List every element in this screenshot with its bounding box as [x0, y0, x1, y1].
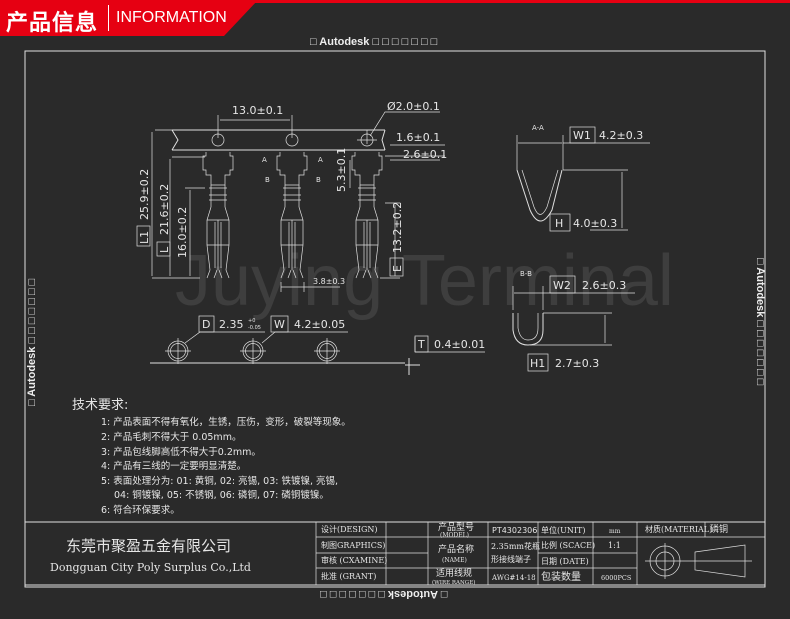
dim-1-6: 1.6±0.1 — [396, 131, 440, 144]
company-name-en: Dongguan City Poly Surplus Co.,Ltd — [50, 561, 251, 574]
header-subtitle: INFORMATION — [116, 9, 227, 26]
requirement-item: 04: 铜镀镍, 05: 不锈钢, 06: 磷铜, 07: 磷铜镀镍。 — [114, 489, 329, 501]
dim-D-tol-minus: -0.05 — [248, 325, 261, 331]
requirement-item: 2: 产品毛刺不得大于 0.05mm。 — [101, 431, 241, 443]
header-divider — [108, 5, 109, 31]
projection-symbol-icon — [645, 543, 752, 579]
scale-value: 1:1 — [608, 541, 621, 550]
carrier-strip — [171, 129, 386, 151]
label-L1-box — [136, 225, 151, 247]
dim-pitch: 13.0±0.1 — [232, 104, 283, 117]
material-value: 磷铜 — [710, 523, 728, 535]
label-E: E — [391, 265, 404, 272]
company-name-cn: 东莞市聚盈五金有限公司 — [66, 537, 231, 555]
dim-D-tol-plus: +0 — [248, 318, 255, 324]
drawing-frame — [24, 50, 766, 588]
title-block: 东莞市聚盈五金有限公司 Dongguan City Poly Surplus C… — [25, 521, 766, 586]
model-value: PT4302306 — [492, 526, 537, 535]
requirement-item: 3: 产品包线脚高低不得大于0.2mm。 — [101, 446, 261, 458]
wire-value: AWG#14-18 — [491, 574, 536, 582]
header-banner: 产品信息 INFORMATION — [0, 0, 790, 36]
design-label: 设计(DESIGN) — [321, 524, 378, 534]
requirement-item: 1: 产品表面不得有氧化，生锈，压伤，变形，破裂等现象。 — [101, 416, 351, 428]
watermark: Juying Terminal — [175, 241, 674, 321]
dim-L1: 25.9±0.2 — [138, 169, 151, 220]
name-label: 产品名称 — [438, 543, 474, 555]
section-a-left: A — [262, 156, 267, 164]
dim-3-8: 3.8±0.3 — [313, 277, 345, 286]
label-H: H — [555, 217, 563, 230]
section-a-right: A — [318, 156, 323, 164]
ring-2 — [239, 337, 267, 365]
label-L: L — [158, 246, 171, 253]
dim-16: 16.0±0.2 — [176, 207, 189, 258]
section-bb-label: B-B — [520, 270, 532, 278]
dim-W2: 2.6±0.3 — [582, 279, 626, 292]
examine-label: 审核 (CXAMINE) — [321, 555, 387, 565]
unit-label: 单位(UNIT) — [541, 525, 585, 535]
label-W2: W2 — [553, 279, 571, 292]
name-value-1: 2.35mm花瓶 — [491, 541, 540, 551]
pack-label: 包装数量 — [541, 570, 581, 583]
wire-label: 适用线规 — [436, 567, 472, 579]
dim-H1: 2.7±0.3 — [555, 357, 599, 370]
scale-label: 比例 (SCACE) — [541, 540, 595, 550]
label-T: T — [417, 338, 425, 351]
requirement-item: 6: 符合环保要求。 — [101, 504, 180, 516]
grant-label: 批准 (GRANT) — [321, 571, 376, 581]
wire-label-en: (WIRE RANGE) — [432, 579, 475, 586]
header-title: 产品信息 — [6, 11, 99, 36]
label-L1: L1 — [138, 231, 151, 244]
dim-2-6: 2.6±0.1 — [403, 148, 447, 161]
caption-top: □ Autodesk □ □ □ □ □ □ □ — [310, 36, 438, 48]
model-label-en: (MODEL) — [440, 532, 469, 539]
dim-5-3: 5.3±0.1 — [335, 148, 348, 192]
material-label: 材质(MATERIAL) — [645, 524, 712, 534]
ring-3 — [313, 337, 341, 365]
model-label: 产品型号 — [438, 521, 474, 533]
dim-W1: 4.2±0.3 — [599, 129, 643, 142]
dim-D: 2.35 — [219, 318, 244, 331]
dim-hole: Ø2.0±0.1 — [387, 100, 440, 113]
date-label: 日期 (DATE) — [541, 557, 589, 566]
name-value-2: 形接线端子 — [491, 554, 531, 564]
name-label-en: (NAME) — [442, 557, 467, 564]
section-b-left: B — [265, 176, 270, 184]
dim-L: 21.6±0.2 — [158, 184, 171, 235]
ring-1 — [164, 337, 192, 365]
pack-value: 6000PCS — [601, 574, 631, 582]
section-b-right: B — [316, 176, 321, 184]
dim-H: 4.0±0.3 — [573, 217, 617, 230]
dim-T: 0.4±0.01 — [434, 338, 485, 351]
requirement-item: 4: 产品有三线的一定要明显清楚。 — [101, 460, 246, 472]
section-aa-label: A-A — [532, 124, 544, 132]
label-D: D — [202, 318, 210, 331]
dim-W: 4.2±0.05 — [294, 318, 345, 331]
label-W1: W1 — [573, 129, 591, 142]
requirements-title: 技术要求: — [72, 398, 128, 413]
unit-value: mm — [609, 528, 621, 535]
label-H1: H1 — [530, 357, 545, 370]
requirement-item: 5: 表面处理分为: 01: 黄铜, 02: 亮锡, 03: 铁镀镍, 亮锡, — [101, 475, 338, 487]
label-W: W — [274, 318, 285, 331]
graphics-label: 制图GRAPHICS) — [321, 540, 385, 550]
dim-E: 13.2±0.2 — [391, 202, 404, 253]
technical-requirements: 技术要求: 1: 产品表面不得有氧化，生锈，压伤，变形，破裂等现象。 2: 产品… — [72, 398, 351, 516]
